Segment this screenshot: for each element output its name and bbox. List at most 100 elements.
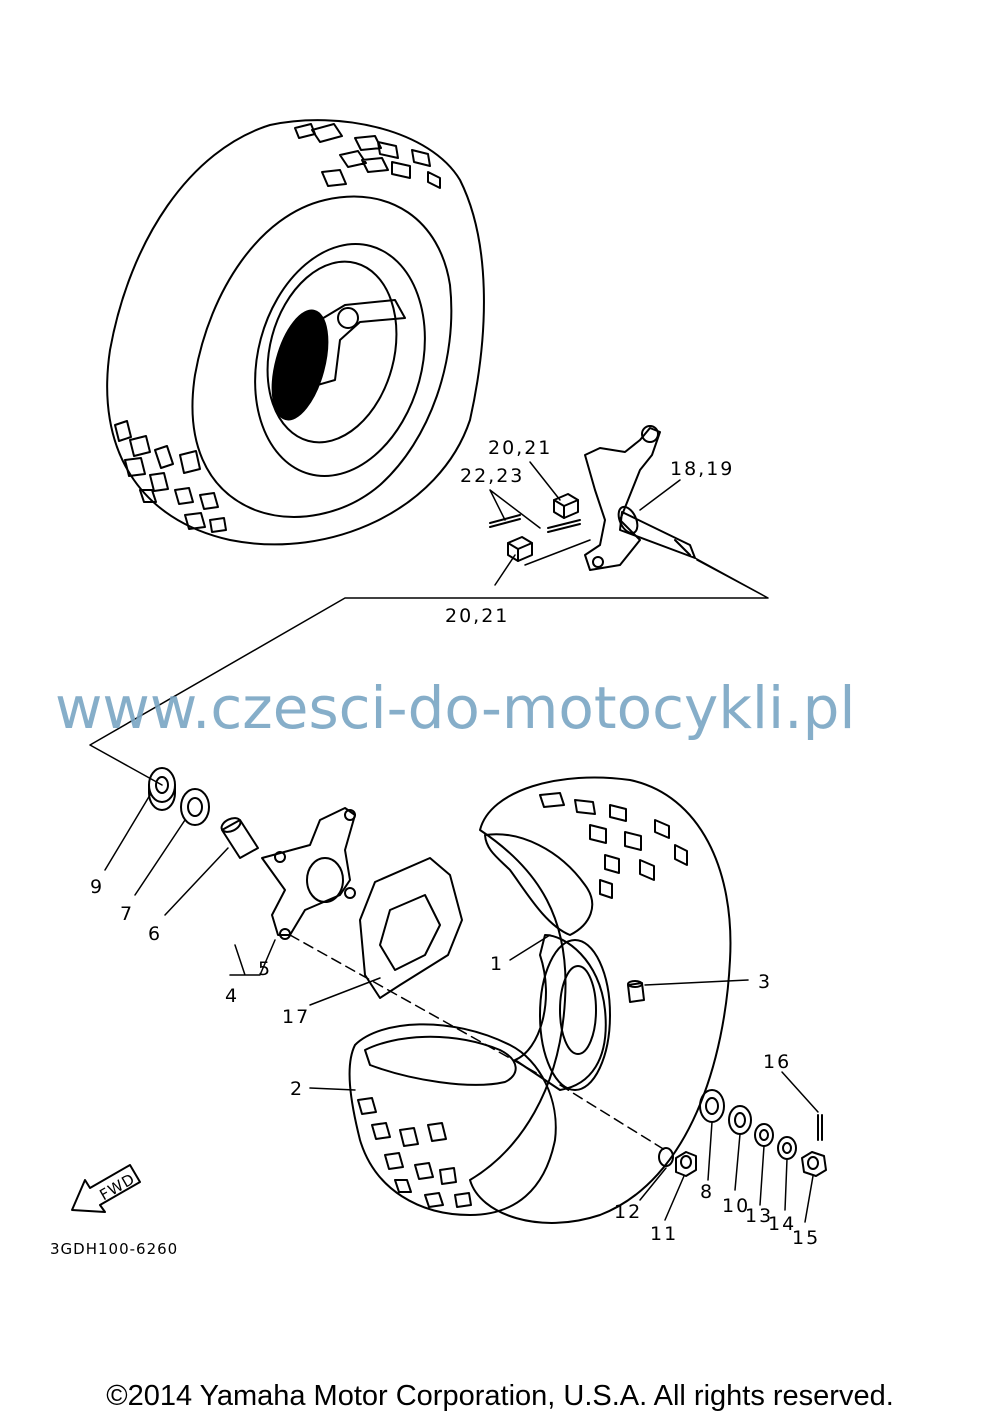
callout-20-21-bottom: 20,21 bbox=[445, 605, 509, 627]
leader-15 bbox=[804, 1175, 814, 1223]
hub-bolt-left bbox=[274, 851, 286, 863]
top-hub-spider bbox=[289, 299, 406, 391]
drawing-code: 3GDH100-6260 bbox=[50, 1240, 178, 1258]
leader-20-21-top bbox=[529, 461, 561, 501]
leader-3 bbox=[644, 979, 749, 986]
hub-bolt-bottom bbox=[279, 928, 291, 940]
tire-outer-tread bbox=[539, 792, 688, 899]
callout-20-21-top: 20,21 bbox=[488, 437, 552, 459]
rim-flange bbox=[539, 939, 611, 1091]
wheel-rim bbox=[514, 934, 611, 1091]
callout-13: 13 bbox=[745, 1205, 773, 1227]
leader-10 bbox=[734, 1133, 741, 1191]
callout-16: 16 bbox=[763, 1051, 791, 1073]
leader-11 bbox=[664, 1175, 685, 1221]
leader-14 bbox=[784, 1158, 788, 1211]
tire-inner-cavity bbox=[364, 1035, 517, 1086]
washer-12 bbox=[658, 1147, 674, 1167]
wheel-hub bbox=[261, 807, 356, 940]
washer-13 bbox=[754, 1123, 774, 1147]
callout-10: 10 bbox=[722, 1195, 750, 1217]
castle-nut-lower bbox=[507, 536, 533, 562]
fwd-label: FWD bbox=[96, 1170, 138, 1205]
callout-14: 14 bbox=[768, 1213, 796, 1235]
callout-2: 2 bbox=[290, 1078, 304, 1100]
leader-box bbox=[89, 557, 769, 786]
seal-10 bbox=[728, 1105, 752, 1135]
callout-15: 15 bbox=[792, 1227, 820, 1249]
knuckle-spindle-thread bbox=[674, 539, 691, 556]
hub-flange bbox=[261, 807, 356, 936]
spacer-6 bbox=[220, 817, 259, 859]
top-tread-upper bbox=[294, 123, 441, 189]
leader-8 bbox=[707, 1121, 713, 1181]
tire-valve bbox=[627, 980, 645, 1003]
leader-18-19 bbox=[639, 479, 681, 511]
hub-bolt-right bbox=[344, 887, 356, 899]
knuckle-spindle-flange bbox=[617, 505, 639, 535]
cotter-pin-right bbox=[547, 519, 581, 533]
tire-inner-shell bbox=[348, 1023, 557, 1216]
knuckle-body bbox=[584, 427, 661, 571]
callout-8: 8 bbox=[700, 1181, 714, 1203]
callout-12: 12 bbox=[614, 1201, 642, 1223]
steering-knuckle bbox=[584, 425, 696, 571]
top-tire-sidewall bbox=[191, 195, 453, 518]
leader-2 bbox=[309, 1087, 356, 1091]
callout-4: 4 bbox=[225, 985, 239, 1007]
callout-18-19: 18,19 bbox=[670, 458, 734, 480]
top-rim-dark bbox=[271, 309, 329, 421]
hub-bolt-top bbox=[344, 809, 356, 821]
tire-inner-half bbox=[348, 1023, 557, 1216]
tire-inner-tread bbox=[357, 1097, 472, 1208]
knuckle-eye-lower bbox=[592, 556, 604, 568]
knuckle-eye-top bbox=[641, 425, 659, 443]
callout-7: 7 bbox=[120, 903, 134, 925]
rim-barrel bbox=[514, 934, 607, 1091]
copyright-notice: ©2014 Yamaha Motor Corporation, U.S.A. A… bbox=[106, 1380, 894, 1412]
top-tread-lower bbox=[114, 420, 227, 533]
collar-11 bbox=[675, 1151, 697, 1177]
callout-11: 11 bbox=[650, 1223, 678, 1245]
axle-nut-15 bbox=[801, 1151, 827, 1177]
top-rim-inner bbox=[266, 260, 398, 444]
castle-nut-upper bbox=[553, 493, 579, 519]
callout-1: 1 bbox=[490, 953, 504, 975]
callout-9: 9 bbox=[90, 876, 104, 898]
washer-14 bbox=[777, 1136, 797, 1160]
hub-plate-outline bbox=[359, 857, 463, 999]
hub-center bbox=[306, 857, 344, 903]
rim-center-hole bbox=[559, 965, 597, 1055]
fwd-arrow bbox=[71, 1164, 141, 1213]
callout-3: 3 bbox=[758, 971, 772, 993]
leader-4-5 bbox=[229, 939, 276, 976]
leader-6 bbox=[164, 847, 229, 916]
top-tire-outline bbox=[106, 119, 485, 546]
leader-17 bbox=[309, 977, 381, 1006]
leader-16 bbox=[781, 1071, 819, 1113]
leader-13 bbox=[759, 1145, 765, 1206]
callout-22-23: 22,23 bbox=[460, 465, 524, 487]
callout-5: 5 bbox=[258, 958, 272, 980]
hub-plate-cutout bbox=[379, 894, 441, 971]
watermark: www.czesci-do-motocykli.pl bbox=[55, 674, 856, 742]
bearing-7 bbox=[180, 788, 210, 826]
leader-7 bbox=[134, 819, 186, 896]
leader-20-21-bottom bbox=[494, 554, 516, 586]
leader-12 bbox=[639, 1167, 667, 1201]
top-rim-outer bbox=[254, 243, 426, 477]
callout-6: 6 bbox=[148, 923, 162, 945]
callout-17: 17 bbox=[282, 1006, 310, 1028]
hub-plate bbox=[359, 857, 463, 999]
cotter-pin-16 bbox=[817, 1114, 823, 1141]
tire-outer-shell bbox=[469, 776, 732, 1224]
top-hub-center bbox=[337, 307, 359, 329]
bearing-9 bbox=[148, 767, 176, 811]
tire-outer-half bbox=[469, 776, 732, 1224]
assembled-wheel-top bbox=[106, 119, 485, 546]
leader-22-23 bbox=[489, 489, 591, 566]
leader-lines bbox=[89, 461, 819, 1223]
bearing-8 bbox=[699, 1089, 725, 1123]
axle-center-line bbox=[289, 934, 666, 1151]
